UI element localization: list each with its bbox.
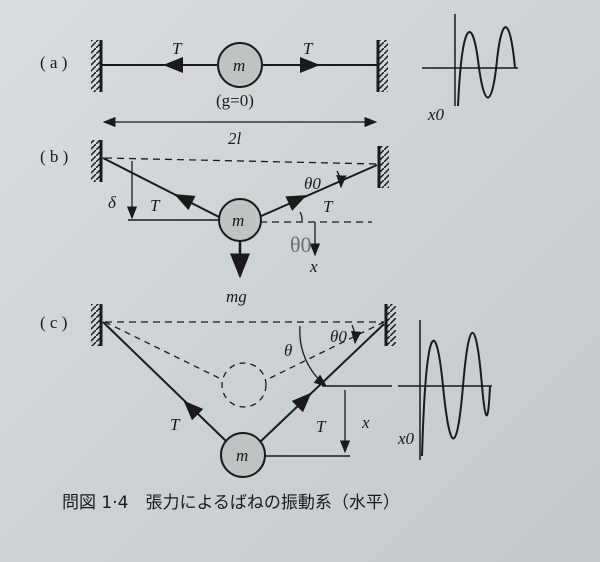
tension-label: T [172,39,183,58]
amplitude-label: x0 [427,105,445,124]
figure-caption: 問図 1·4 張力によるばねの振動系（水平） [62,493,400,513]
tension-label: T [150,196,161,215]
tension-arrow-right [285,195,307,211]
sine-wave [457,26,516,107]
weight-label: mg [226,287,247,306]
panel-c [91,304,492,478]
mass-label: m [233,56,245,75]
displacement-label: x [309,257,318,276]
tension-label: T [303,39,314,58]
displacement-label: x [361,413,370,432]
tension-label: T [316,417,327,436]
angle-label: θ0 [330,327,347,346]
panel-c-label: ( c ) [40,313,67,332]
panel-b-label: ( b ) [40,147,68,166]
angle-label: θ [284,341,292,360]
equilibrium-ball [221,362,267,408]
panel-b [91,140,389,279]
tension-arrow-left [183,400,204,421]
panel-a [91,14,518,128]
tension-label: T [170,415,181,434]
gravity-note: (g=0) [216,91,254,110]
angle-label: θ0 [304,174,321,193]
tension-label: T [323,197,334,216]
theta-arc [299,325,328,387]
panel-a-label: ( a ) [40,53,67,72]
mass-label: m [232,211,244,230]
sag-label: δ [108,193,117,212]
mass-ball [220,432,266,478]
span-label: 2l [228,129,242,148]
reference-line [104,157,378,165]
tension-arrow-right [291,392,312,413]
amplitude-label: x0 [397,429,415,448]
sine-wave [421,332,491,457]
mass-label: m [236,446,248,465]
tension-arrow-left [174,194,196,211]
mass-ball [217,42,263,88]
handwritten-note: θ0 [290,232,312,257]
